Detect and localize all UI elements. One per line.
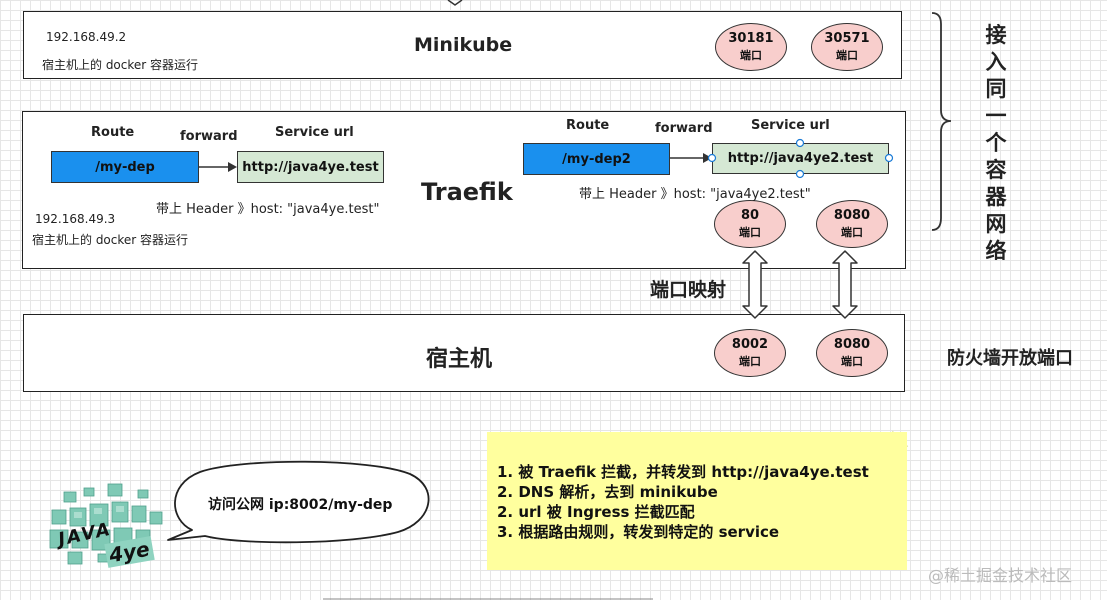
traefik-note: 宿主机上的 docker 容器运行 [32, 233, 189, 247]
port-label: 端口 [739, 226, 761, 239]
port-number: 8002 [731, 337, 769, 352]
forward-arrow-right [670, 153, 712, 163]
firewall-label: 防火墙开放端口 [947, 348, 1073, 369]
port-label: 端口 [836, 49, 858, 62]
network-brace [931, 12, 952, 231]
network-char: 络 [985, 239, 1007, 263]
watermark: @稀土掘金技术社区 [928, 566, 1073, 585]
port-label: 端口 [841, 226, 863, 239]
port-label: 端口 [739, 355, 761, 368]
top-arrow-head [447, 0, 463, 6]
route-label-left: Route [91, 125, 135, 140]
minikube-port-30571: 30571 端口 [811, 23, 883, 71]
minikube-port-30181: 30181 端口 [715, 23, 787, 71]
port-number: 30181 [728, 31, 774, 46]
network-char: 入 [985, 50, 1007, 74]
traefik-ip: 192.168.49.3 [35, 212, 116, 226]
traefik-port-80: 80 端口 [714, 200, 786, 248]
traefik-title: Traefik [421, 178, 513, 206]
steps-sticky-note: 1. 被 Traefik 拦截，并转发到 http://java4ye.test… [487, 432, 907, 570]
port-label: 端口 [740, 49, 762, 62]
speech-text: 访问公网 ip:8002/my-dep [208, 497, 393, 513]
header-host-left: 带上 Header 》host: "java4ye.test" [156, 202, 380, 217]
host-port-8080: 8080 端口 [816, 329, 888, 377]
network-char: 网 [985, 212, 1007, 236]
same-network-label: 接 入 同 一 个 容 器 网 络 [984, 22, 1008, 265]
network-char: 同 [985, 77, 1007, 101]
host-title: 宿主机 [426, 347, 493, 372]
port-number: 8080 [833, 337, 871, 352]
java4ye-logo: JAVA 4ye [48, 480, 178, 572]
selection-handles [707, 138, 894, 179]
port-mapping-arrow-2 [832, 250, 858, 319]
step-item: 2. url 被 Ingress 拦截匹配 [497, 503, 695, 521]
service-java4ye-test[interactable]: http://java4ye.test [237, 151, 384, 183]
traefik-port-8080: 8080 端口 [816, 200, 888, 248]
port-mapping-arrow-1 [742, 250, 768, 319]
minikube-ip: 192.168.49.2 [46, 30, 127, 44]
forward-arrow-left [199, 162, 237, 172]
service-url-label-right: Service url [751, 118, 830, 133]
route-my-dep[interactable]: /my-dep [51, 151, 199, 183]
port-number: 80 [740, 208, 760, 223]
step-item: 2. DNS 解析，去到 minikube [497, 483, 718, 501]
port-label: 端口 [841, 355, 863, 368]
service-java4ye2-test[interactable]: http://java4ye2.test [712, 143, 889, 174]
speech-bubble [167, 460, 430, 544]
route-label-right: Route [566, 118, 610, 133]
network-char: 容 [985, 158, 1007, 182]
route-my-dep2[interactable]: /my-dep2 [523, 143, 670, 175]
header-host-right: 带上 Header 》host: "java4ye2.test" [579, 187, 811, 202]
minikube-note: 宿主机上的 docker 容器运行 [42, 58, 199, 72]
port-mapping-label: 端口映射 [650, 279, 727, 301]
step-item: 3. 根据路由规则，转发到特定的 service [497, 523, 780, 541]
forward-label-right: forward [655, 121, 713, 136]
step-item: 1. 被 Traefik 拦截，并转发到 http://java4ye.test [497, 463, 869, 481]
service-url-label-left: Service url [275, 125, 354, 140]
network-char: 接 [985, 23, 1007, 47]
port-number: 8080 [833, 208, 871, 223]
port-number: 30571 [824, 31, 870, 46]
network-char: 器 [985, 185, 1007, 209]
network-char: 一 [985, 104, 1007, 128]
host-port-8002: 8002 端口 [714, 329, 786, 377]
minikube-title: Minikube [414, 34, 513, 56]
forward-label-left: forward [180, 129, 238, 144]
steps-list: 1. 被 Traefik 拦截，并转发到 http://java4ye.test… [497, 462, 869, 542]
network-char: 个 [985, 131, 1007, 155]
